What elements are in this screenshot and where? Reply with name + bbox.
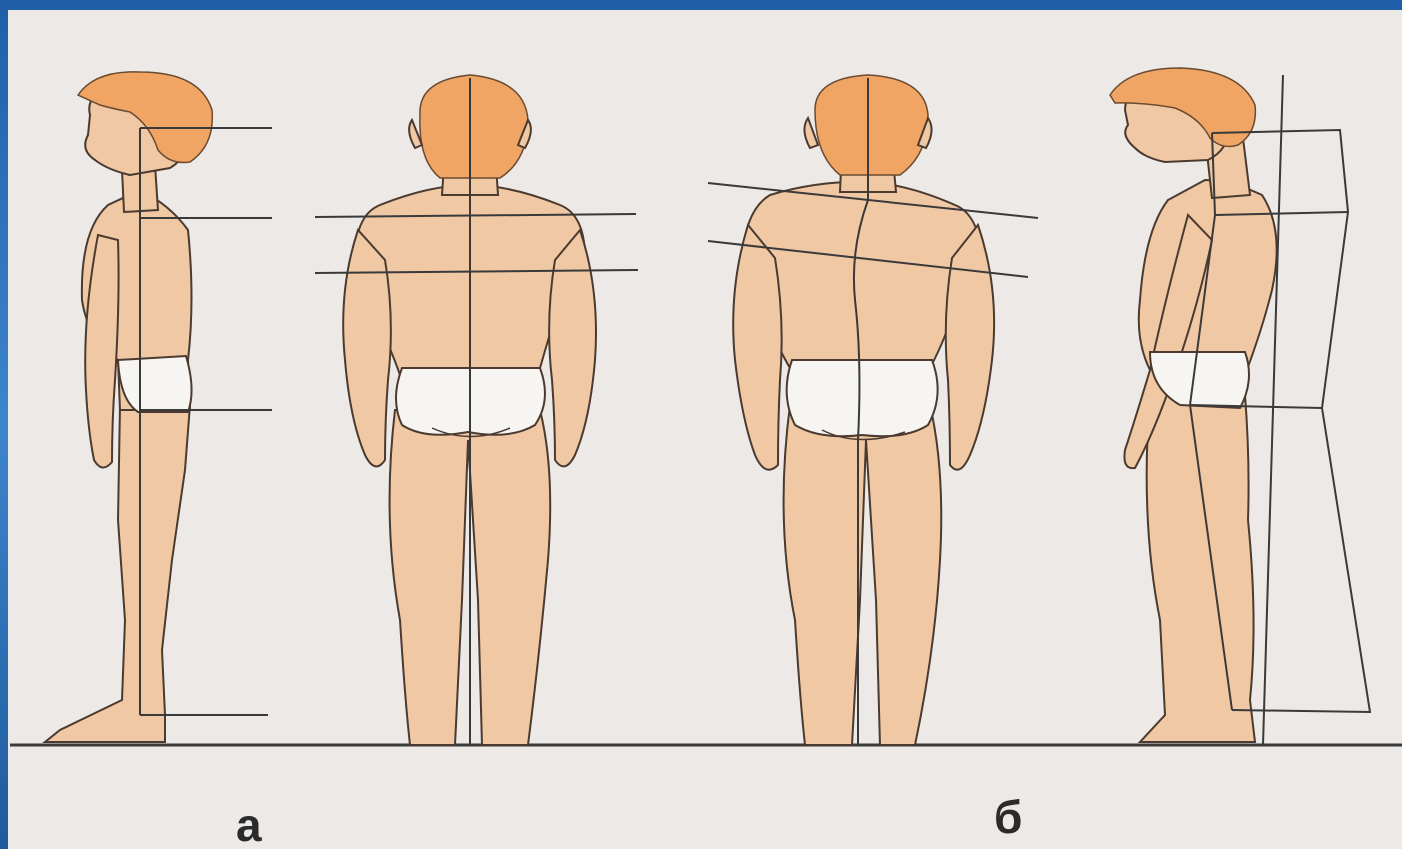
illustration-paper: .skin{fill:#f0c8a4;stroke:#4a3a30;stroke… — [8, 10, 1402, 849]
panel-label-a: а — [236, 798, 262, 849]
panel-label-b: б — [994, 790, 1022, 844]
figure-back-scoliosis — [708, 75, 1038, 745]
figure-side-slouch — [1110, 68, 1370, 745]
figure-side-normal — [45, 72, 272, 742]
figure-back-normal — [315, 75, 638, 745]
posture-diagram: .skin{fill:#f0c8a4;stroke:#4a3a30;stroke… — [8, 10, 1402, 849]
